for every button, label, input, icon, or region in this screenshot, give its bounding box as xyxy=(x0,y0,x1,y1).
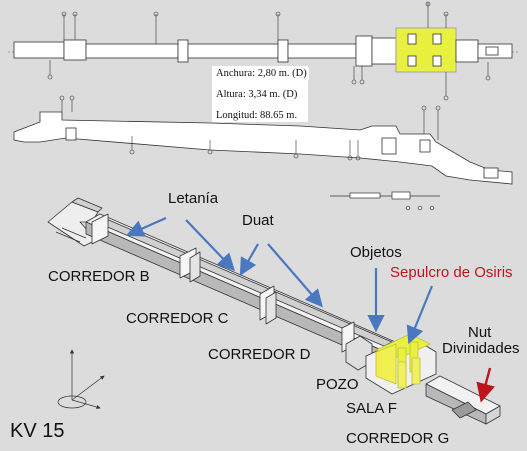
duat-arrow-2 xyxy=(267,243,323,308)
width-measurement: Anchura: 2,80 m. (D) xyxy=(214,67,309,80)
label-corredor-b: CORREDOR B xyxy=(48,268,150,285)
plan-view xyxy=(8,27,520,73)
section-view xyxy=(13,111,513,185)
length-measurement: Longitud: 88.65 m. xyxy=(214,109,300,122)
nut-arrow xyxy=(476,367,495,403)
label-corredor-g: CORREDOR G xyxy=(346,430,450,447)
letania-arrow-1 xyxy=(125,216,167,237)
annotation-arrows xyxy=(125,216,434,345)
label-nut: Nut xyxy=(468,324,492,341)
letania-arrow-2 xyxy=(185,219,236,272)
sepulcro-arrow xyxy=(406,285,434,345)
height-measurement: Altura: 3,34 m. (D) xyxy=(214,88,300,101)
label-corredor-d: CORREDOR D xyxy=(208,346,311,363)
label-letania: Letanía xyxy=(168,190,219,207)
tomb-id-label: KV 15 xyxy=(10,420,65,442)
label-sepulcro: Sepulcro de Osiris xyxy=(390,264,513,281)
duat-arrow-1 xyxy=(239,243,259,276)
axis-gizmo xyxy=(57,349,105,410)
isometric-view xyxy=(47,197,501,425)
label-divinidades: Divinidades xyxy=(442,340,520,357)
section-markers xyxy=(59,95,441,161)
label-objetos: Objetos xyxy=(350,244,402,261)
label-corredor-c: CORREDOR C xyxy=(126,310,229,327)
plan-markers xyxy=(47,1,491,101)
scale-bar xyxy=(330,191,440,211)
label-pozo: POZO xyxy=(316,376,359,393)
label-sala-f: SALA F xyxy=(346,400,397,417)
label-duat: Duat xyxy=(242,212,274,229)
